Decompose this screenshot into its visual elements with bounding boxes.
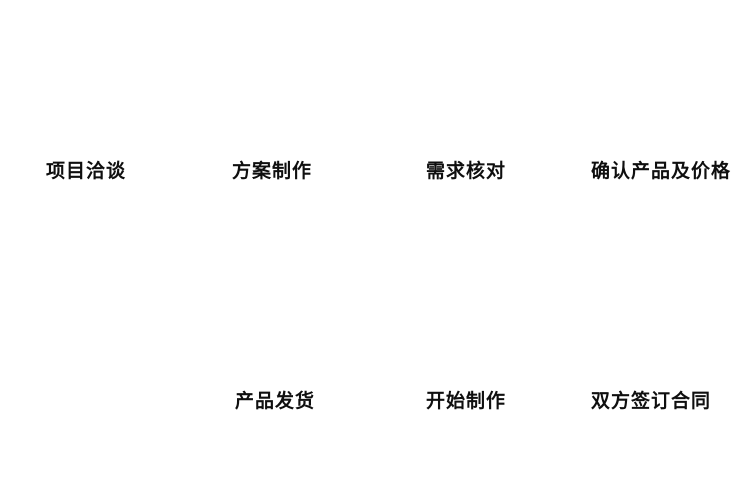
- step-requirement-check: 需求核对: [425, 161, 507, 182]
- step-confirm-product-price: 确认产品及价格: [590, 161, 732, 182]
- step-start-production: 开始制作: [425, 391, 507, 412]
- step-sign-contract: 双方签订合同: [590, 391, 712, 412]
- step-project-negotiation: 项目洽谈: [45, 161, 127, 182]
- step-plan-creation: 方案制作: [231, 161, 313, 182]
- step-product-shipping: 产品发货: [234, 391, 316, 412]
